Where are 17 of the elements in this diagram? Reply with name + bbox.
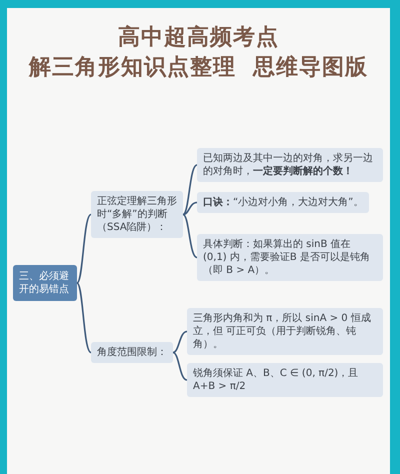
connector-line [182,164,198,216]
subtitle-heading: 解三角形知识点整理 思维导图版 [29,54,368,82]
leaf-topic: 口诀：“小边对小角，大边对大角”。 [197,192,370,213]
leaf-topic: 已知两边及其中一边的对角，求另一边的对角时，一定要判断解的个数！ [197,148,383,182]
branch-topic: 正弦定理解三角形时“多解”的判断（SSA陷阱）： [91,191,183,238]
connector-line [182,202,198,216]
connector-line [76,282,92,354]
leaf-topic: 三角形内角和为 π，所以 sinA > 0 恒成立，但 可正可负（用于判断锐角、钝角）。 [187,308,383,355]
branch-topic: 角度范围限制： [91,342,173,363]
connector-line [182,214,198,258]
leaf-topic: 具体判断：如果算出的 sinB 值在 (0,1) 内，需要验证B 是否可以是钝角（即 B > A）。 [197,234,383,281]
connector-line [76,214,92,284]
connector-line [172,352,188,381]
leaf-topic: 锐角须保证 A、B、C ∈ (0, π/2)，且 A+B > π/2 [187,363,383,397]
central-topic: 三、必须避开的易错点 [13,265,77,301]
connector-line [172,330,188,354]
title-heading: 高中超高频考点 [118,24,279,52]
